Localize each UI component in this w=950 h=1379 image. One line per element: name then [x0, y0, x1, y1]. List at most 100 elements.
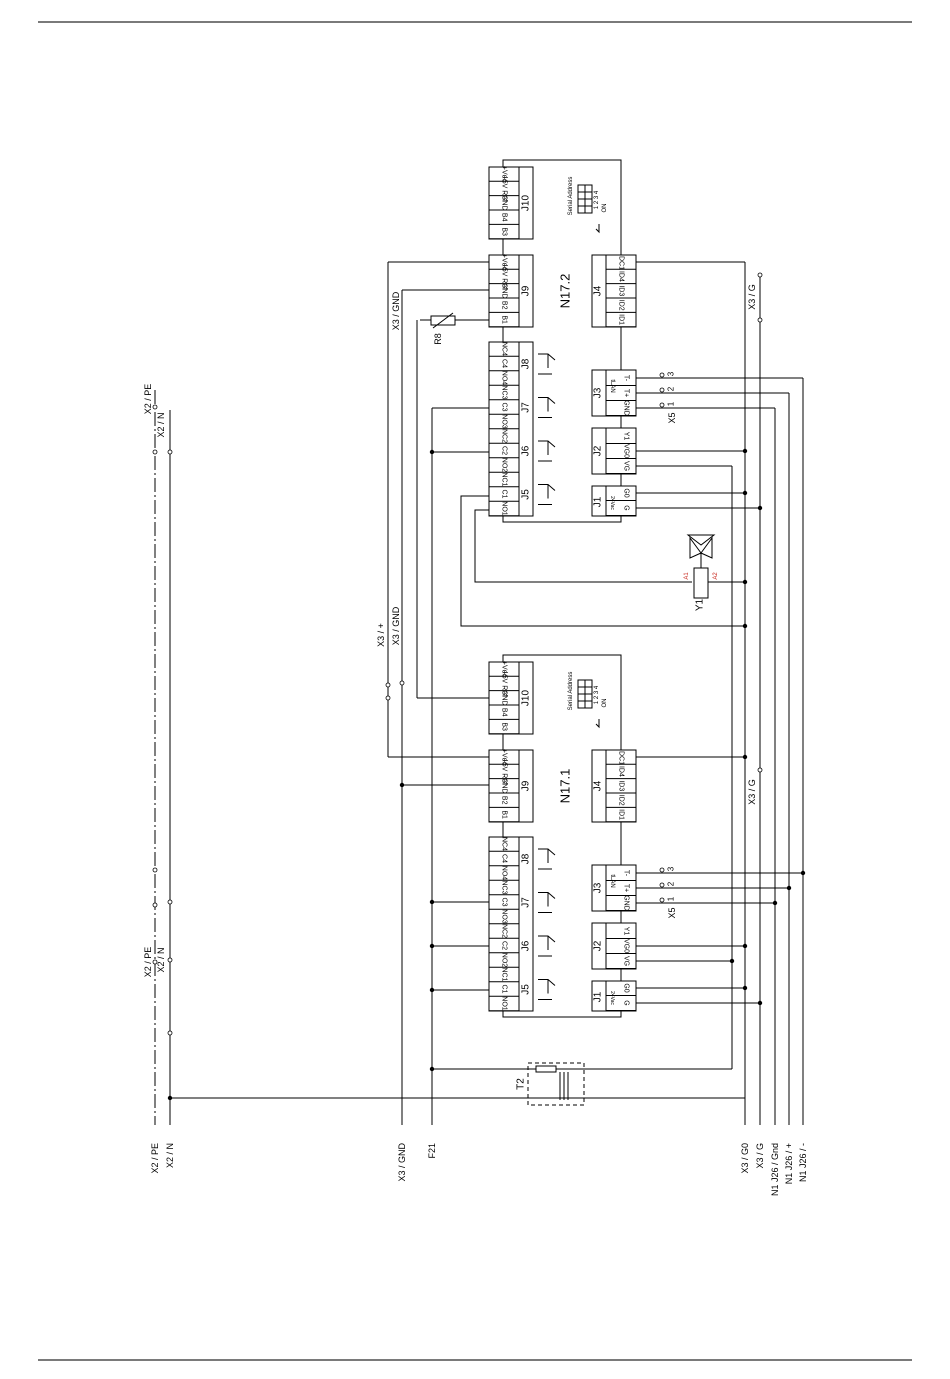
- pin-label-VG: VG: [623, 461, 630, 471]
- connector-label-j4: J4: [593, 285, 604, 296]
- connector-label-j7: J7: [521, 897, 532, 908]
- relay-no1-wire: [474, 509, 692, 583]
- valve-pin-a1: A1: [684, 572, 690, 580]
- junction-dot: [742, 579, 748, 585]
- terminal-circle: [399, 680, 405, 686]
- pin-label-NO1: NO1: [501, 996, 508, 1011]
- pin-label-GND: GND: [501, 778, 508, 794]
- neutral-terminal: [167, 1030, 173, 1036]
- pe-terminal: [152, 867, 158, 873]
- controller-name: N17.2: [558, 274, 573, 309]
- net-tag-pe-mid: X2 / PE: [143, 947, 153, 978]
- pin-label-GND: GND: [623, 400, 630, 416]
- x5-label: X5: [667, 907, 677, 918]
- pin-label-NO3: NO3: [501, 414, 508, 429]
- dip-switch-cell: [577, 205, 586, 214]
- bottom-net-label: X2 / PE: [150, 1143, 160, 1174]
- pin-label-C1: C1: [501, 985, 508, 994]
- connector-label-j6: J6: [521, 445, 532, 456]
- bottom-net-label: F21: [427, 1143, 437, 1159]
- bottom-net-label: N1 J26 / +: [784, 1143, 794, 1184]
- neutral-terminal: [167, 899, 173, 905]
- terminal-circle: [757, 272, 763, 278]
- pin-label-NC4: NC4: [501, 342, 508, 356]
- connector-label-j5: J5: [521, 984, 532, 995]
- dip-switch-numbers: 1 2 3 4: [594, 685, 600, 704]
- junction-dot: [729, 958, 735, 964]
- junction-dot: [742, 623, 748, 629]
- net-tag-x3-plus: X3 / +: [376, 623, 386, 647]
- connector-label-j7: J7: [521, 402, 532, 413]
- pin-label-+5V Ref: +5V Ref: [501, 759, 508, 785]
- dip-switch-arrow: [595, 719, 600, 729]
- x5-terminal-number: 3: [667, 371, 676, 376]
- pin-label-C1: C1: [501, 490, 508, 499]
- bottom-net-label: N1 J26 / Gnd: [770, 1143, 780, 1196]
- valve-symbol: [700, 536, 713, 559]
- dip-switch-on-label: ON: [602, 699, 608, 708]
- pin-label-NC1: NC1: [501, 472, 508, 486]
- pe-terminal: [152, 404, 158, 410]
- pin-label-GND: GND: [501, 283, 508, 299]
- x5-terminal: [659, 402, 665, 408]
- transformer-t2-outline: [527, 1062, 585, 1106]
- dip-switch-cell: [584, 700, 593, 709]
- connector-j10: [488, 661, 534, 735]
- pin-label-+Vdc: +Vdc: [501, 166, 508, 183]
- junction-dot: [742, 985, 748, 991]
- terminal-circle: [757, 767, 763, 773]
- pin-label-B1: B1: [501, 315, 508, 324]
- pin-label-C4: C4: [501, 854, 508, 863]
- x5-terminal-number: 3: [667, 866, 676, 871]
- sensor-r8-arrow: [432, 312, 454, 329]
- net-tag-x3-gnd-top: X3 / GND: [391, 291, 401, 330]
- connector-label-j3: J3: [593, 882, 604, 893]
- dip-switch-cell: [577, 693, 586, 702]
- pin-label-Y1: Y1: [623, 927, 630, 936]
- dip-switch-cell: [584, 191, 593, 200]
- junction-dot: [786, 885, 792, 891]
- pin-label-B3: B3: [501, 722, 508, 731]
- connector-j2: [591, 922, 637, 970]
- pin-label-NO2: NO2: [501, 458, 508, 473]
- pin-label-IDC1: IDC1: [618, 749, 625, 765]
- pin-label-T+: T+: [623, 389, 630, 397]
- dip-switch-cell: [577, 184, 586, 193]
- x5-terminal: [659, 867, 665, 873]
- bottom-net-label: X3 / GND: [397, 1143, 407, 1182]
- pin-label-B1: B1: [501, 810, 508, 819]
- pin-label-VG0: VG0: [623, 939, 630, 953]
- pin-label-NC4: NC4: [501, 837, 508, 851]
- bottom-net-label: X2 / N: [165, 1143, 175, 1168]
- pin-label-GND: GND: [501, 195, 508, 211]
- dip-switch-arrow: [595, 224, 600, 234]
- pin-label-NO4: NO4: [501, 866, 508, 881]
- pin-label-NC1: NC1: [501, 967, 508, 981]
- pin-label-ID3: ID3: [618, 285, 625, 296]
- pin-label-NO2: NO2: [501, 953, 508, 968]
- connector-label-j8: J8: [521, 358, 532, 369]
- pin-label-C2: C2: [501, 446, 508, 455]
- dip-switch-cell: [577, 191, 586, 200]
- connector-label-j10: J10: [521, 195, 532, 212]
- terminal-circle: [385, 695, 391, 701]
- net-tag-x3-g-mid: X3 / G: [747, 779, 757, 805]
- pin-label-+5V Ref: +5V Ref: [501, 264, 508, 290]
- pin-label-ID3: ID3: [618, 780, 625, 791]
- connector-label-j3: J3: [593, 387, 604, 398]
- pin-label-C3: C3: [501, 403, 508, 412]
- pin-label-G: G: [623, 505, 630, 510]
- transformer-label: T2: [516, 1078, 527, 1090]
- dip-switch-cell: [584, 205, 593, 214]
- bottom-rule: [38, 1359, 912, 1361]
- terminal-circle: [757, 317, 763, 323]
- pin-label-VG: VG: [623, 956, 630, 966]
- neutral-terminal: [167, 957, 173, 963]
- x5-terminal: [659, 387, 665, 393]
- junction-dot: [757, 1000, 763, 1006]
- pin-label-G: G: [623, 1000, 630, 1005]
- valve-y1: [693, 567, 709, 599]
- pin-label-B2: B2: [501, 301, 508, 310]
- junction-dot: [772, 900, 778, 906]
